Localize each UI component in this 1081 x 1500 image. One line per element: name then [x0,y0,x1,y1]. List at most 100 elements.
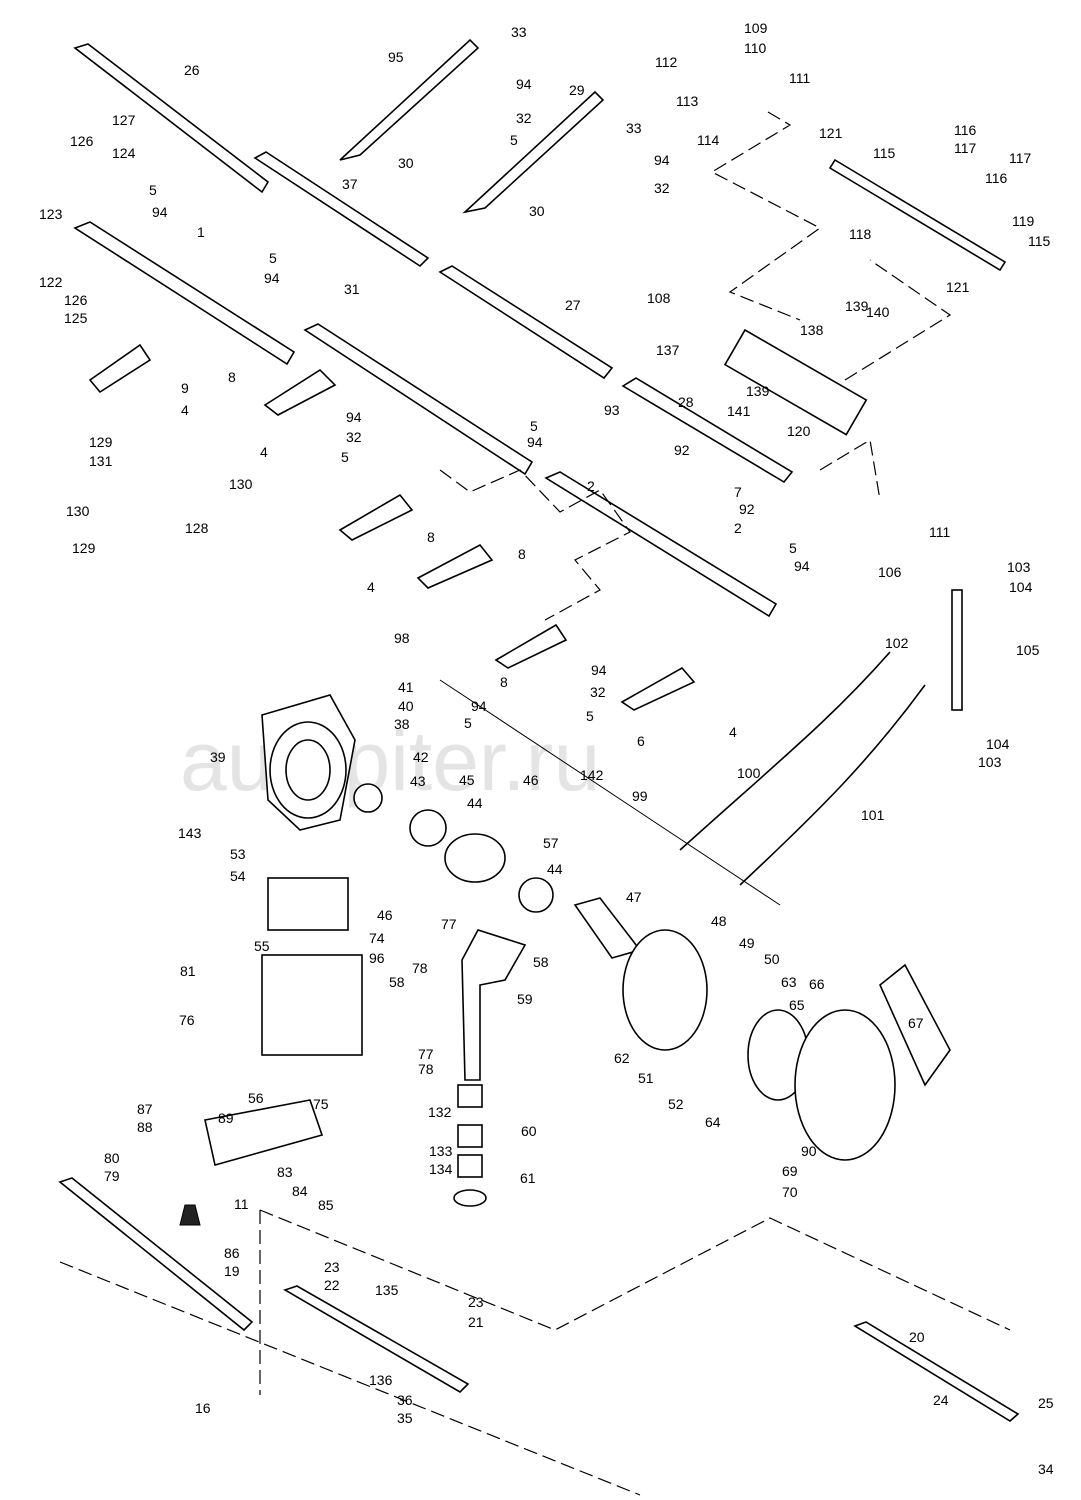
callout-label: 22 [324,1277,340,1293]
callout-label: 101 [861,807,885,823]
knife-bar-27 [438,265,614,380]
assembly-line [710,111,952,381]
bearings-60 [453,1084,487,1207]
callout-label: 43 [410,773,426,789]
callout-label: 57 [543,835,559,851]
callout-label: 66 [809,976,825,992]
callout-label: 128 [185,520,209,536]
rod-100 [679,651,891,851]
callout-label: 77 [441,916,457,932]
callout-label: 5 [530,418,538,434]
pulley-90 [794,1009,896,1161]
callout-label: 33 [511,24,527,40]
callout-label: 49 [739,935,755,951]
callout-label: 102 [885,635,909,651]
disc-48 [622,929,708,1051]
callout-label: 108 [647,290,671,306]
callout-label: 47 [626,889,642,905]
callout-label: 11 [234,1196,249,1212]
assembly-line [259,1209,1011,1395]
knife-section [283,1285,470,1394]
callout-label: 38 [394,716,410,732]
callout-label: 26 [184,62,200,78]
callout-label: 36 [397,1392,413,1408]
callout-label: 83 [277,1164,293,1180]
callout-label: 104 [1009,579,1033,595]
callout-label: 23 [324,1259,340,1275]
callout-label: 126 [64,292,88,308]
knife-20 [853,1321,1020,1422]
callout-label: 30 [529,203,545,219]
callout-label: 54 [230,868,246,884]
callout-label: 64 [705,1114,721,1130]
callout-label: 121 [946,279,970,295]
callout-label: 135 [375,1282,399,1298]
callout-label: 4 [181,402,189,418]
callout-label: 32 [516,110,532,126]
callout-label: 35 [397,1410,413,1426]
callout-label: 89 [218,1110,234,1126]
callout-label: 5 [510,132,518,148]
callout-label: 141 [727,403,751,419]
callout-label: 37 [342,176,358,192]
callout-label: 78 [412,960,428,976]
callout-label: 30 [398,155,414,171]
callout-label: 34 [1038,1461,1054,1477]
shaft-118 [828,158,1007,272]
callout-label: 77 [418,1046,434,1062]
callout-label: 23 [468,1294,484,1310]
callout-label: 4 [260,444,268,460]
callout-label: 19 [224,1263,240,1279]
callout-label: 32 [654,180,670,196]
callout-label: 58 [389,974,405,990]
callout-label: 90 [801,1143,817,1159]
callout-label: 7 [734,484,742,500]
callout-label: 28 [678,394,694,410]
callout-label: 122 [39,274,63,290]
callout-label: 88 [137,1119,153,1135]
guard-bar-mid [303,323,534,476]
callout-label: 29 [569,82,585,98]
callout-label: 130 [229,476,253,492]
callout-label: 121 [819,125,843,141]
callout-label: 96 [369,950,385,966]
callout-label: 63 [781,974,797,990]
callout-label: 65 [789,997,805,1013]
callout-label: 4 [729,724,737,740]
callout-label: 98 [394,630,410,646]
callout-label: 106 [878,564,902,580]
guard-bar-right [544,471,778,618]
callout-label: 105 [1016,642,1040,658]
tube-120 [723,328,868,436]
callout-label: 53 [230,846,246,862]
callout-label: 9 [181,380,189,396]
callout-label: 27 [565,297,581,313]
callout-label: 117 [1009,150,1032,166]
callout-label: 5 [149,182,157,198]
callout-label: 124 [112,145,136,161]
callout-label: 61 [520,1170,536,1186]
cover-67 [879,963,951,1087]
callout-label: 94 [527,434,543,450]
callout-label: 119 [1012,213,1035,229]
link-105 [951,589,963,711]
spring-11 [179,1204,201,1226]
assembly-line [819,439,881,501]
callout-label: 126 [70,133,94,149]
gearbox-38 [261,694,356,831]
callout-label: 94 [591,662,607,678]
callout-label: 92 [739,501,755,517]
callout-label: 31 [344,281,360,297]
callout-label: 76 [179,1012,195,1028]
callout-label: 45 [459,772,475,788]
callout-label: 60 [521,1123,537,1139]
callout-label: 39 [210,749,226,765]
callout-label: 139 [845,298,869,314]
callout-label: 46 [377,907,393,923]
callout-label: 118 [849,226,872,242]
callout-label: 8 [518,546,526,562]
callout-label: 41 [398,679,414,695]
parts-drawing [58,38,1020,1496]
callout-label: 5 [464,715,472,731]
